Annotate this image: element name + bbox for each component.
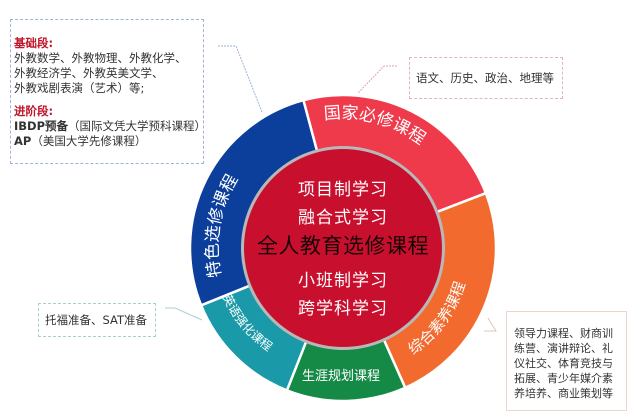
basic-stage-line: 外教数学、外教物理、外教化学、 (14, 51, 187, 65)
callout-english: 托福准备、SAT准备 (38, 303, 156, 337)
center-circle (244, 149, 442, 347)
literacy-line: 领导力课程、财商训 (514, 327, 613, 340)
connector-national (357, 65, 397, 94)
connector-english (165, 307, 203, 321)
advanced-stage-line: AP（美国大学先修课程） (14, 134, 203, 149)
callout-special-electives: 基础段: 外教数学、外教物理、外教化学、 外教经济学、外教英美文学、 外教戏剧表… (10, 19, 207, 164)
literacy-line: 拓展、青少年媒介素 (514, 372, 613, 385)
advanced-stage-heading: 进阶段: (14, 104, 54, 118)
literacy-line: 练营、演讲辩论、礼 (514, 342, 613, 355)
ibdp-label: IBDP预备 (14, 119, 69, 133)
national-required-text: 语文、历史、政治、地理等 (416, 71, 554, 85)
advanced-stage-line: IBDP预备（国际文凭大学预科课程） (14, 119, 207, 134)
literacy-line: 仪社交、体育竞技与 (514, 357, 613, 370)
connector-special (218, 45, 263, 113)
center-line-2: 融合式学习 (298, 208, 388, 228)
ap-desc: （美国大学先修课程） (31, 134, 147, 148)
segment-label-career: 生涯规划课程 (302, 369, 380, 384)
ibdp-desc: （国际文凭大学预科课程） (68, 119, 207, 133)
center-line-3: 小班制学习 (298, 271, 388, 291)
center-title: 全人教育选修课程 (257, 234, 429, 258)
center-line-4: 跨学科学习 (298, 299, 388, 319)
center-line-1: 项目制学习 (298, 180, 388, 200)
ap-label: AP (14, 134, 32, 148)
literacy-line: 养培养、商业策划等 (514, 387, 613, 400)
basic-stage-line: 外教戏剧表演（艺术）等; (14, 81, 145, 95)
basic-stage-heading: 基础段: (14, 36, 54, 50)
callout-literacy: 领导力课程、财商训 练营、演讲辩论、礼 仪社交、体育竞技与 拓展、青少年媒介素 … (506, 311, 627, 411)
english-text: 托福准备、SAT准备 (45, 313, 148, 327)
callout-national-required: 语文、历史、政治、地理等 (409, 57, 563, 99)
basic-stage-line: 外教经济学、外教英美文学、 (14, 66, 164, 80)
connector-literacy (484, 317, 497, 332)
